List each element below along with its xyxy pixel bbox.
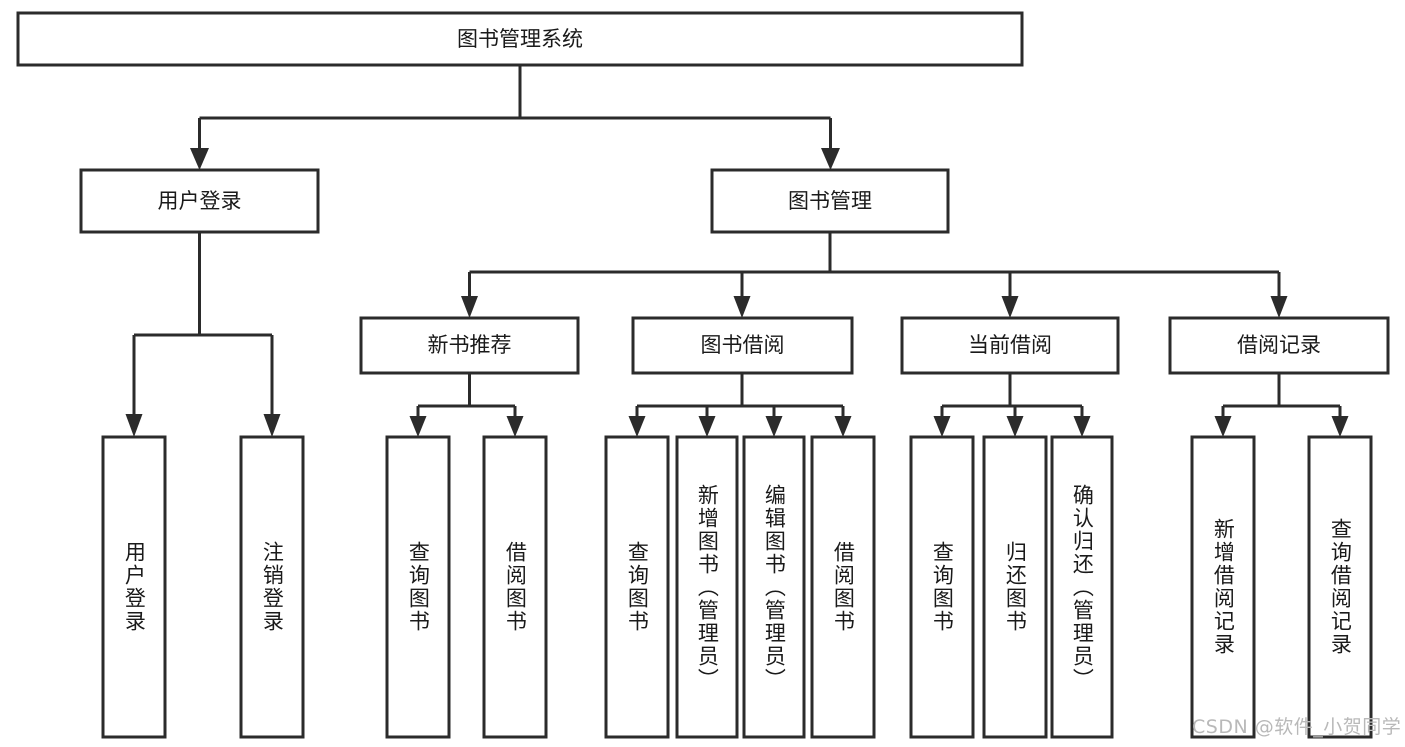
edge-group-new-book-recommend <box>409 373 524 437</box>
node-current-borrow-box[interactable] <box>900 316 1120 375</box>
node-borrow-record[interactable]: 借阅记录 <box>1168 316 1390 375</box>
arrowhead-current-borrow <box>1001 296 1019 318</box>
node-current-borrow[interactable]: 当前借阅 <box>900 316 1120 375</box>
node-leaf-borrow-book-1-box[interactable] <box>482 435 548 739</box>
arrowhead-leaf-edit-book <box>765 416 783 437</box>
arrowhead-leaf-confirm-return <box>1073 416 1091 437</box>
node-book-borrow-box[interactable] <box>631 316 854 375</box>
arrowhead-leaf-query-book-3 <box>933 416 951 437</box>
node-new-book-recommend-box[interactable] <box>359 316 580 375</box>
edge-group-user-login <box>125 232 281 437</box>
node-user-login-label: 用户登录 <box>158 189 242 213</box>
arrowhead-borrow-record <box>1270 296 1288 318</box>
node-root[interactable]: 图书管理系统 <box>16 11 1024 67</box>
node-leaf-query-record-box[interactable] <box>1307 435 1373 739</box>
node-book-manage-box[interactable] <box>710 168 950 234</box>
node-leaf-query-book-2-box[interactable] <box>604 435 670 739</box>
node-leaf-logout-box[interactable] <box>239 435 305 739</box>
arrowhead-leaf-add-book <box>698 416 716 437</box>
node-current-borrow-label: 当前借阅 <box>968 333 1052 357</box>
edge-group-root <box>190 65 840 170</box>
node-leaf-add-book-box[interactable] <box>675 435 739 739</box>
node-leaf-query-book-1-box[interactable] <box>385 435 451 739</box>
node-book-borrow[interactable]: 图书借阅 <box>631 316 854 375</box>
node-book-borrow-label: 图书借阅 <box>701 333 785 357</box>
arrowhead-new-book-recommend <box>461 296 478 318</box>
node-leaf-edit-book-box[interactable] <box>742 435 806 739</box>
node-borrow-record-label: 借阅记录 <box>1237 333 1321 357</box>
arrowhead-leaf-user-login <box>125 414 143 437</box>
csdn-watermark: CSDN @软件_小贺同学 <box>1192 716 1402 738</box>
node-leaf-add-record-box[interactable] <box>1190 435 1256 739</box>
edge-group-borrow-record <box>1214 373 1349 437</box>
arrowhead-leaf-query-book-2 <box>628 416 646 437</box>
arrowhead-leaf-query-book-1 <box>409 416 427 437</box>
edge-group-book-borrow <box>628 373 852 437</box>
arrowhead-book-borrow <box>733 296 751 318</box>
node-leaf-borrow-book-2-box[interactable] <box>810 435 876 739</box>
node-user-login-box[interactable] <box>79 168 320 234</box>
node-book-manage-label: 图书管理 <box>788 189 872 213</box>
arrowhead-leaf-query-record <box>1331 416 1349 437</box>
arrowhead-leaf-borrow-book-2 <box>834 416 852 437</box>
edge-group-current-borrow <box>933 373 1091 437</box>
arrowhead-leaf-logout <box>263 414 281 437</box>
arrowhead-user-login <box>190 148 209 170</box>
node-leaf-user-login-box[interactable] <box>101 435 167 739</box>
arrowhead-leaf-borrow-book-1 <box>506 416 524 437</box>
node-new-book-recommend[interactable]: 新书推荐 <box>359 316 580 375</box>
node-user-login[interactable]: 用户登录 <box>79 168 320 234</box>
node-root-box[interactable] <box>16 11 1024 67</box>
node-book-manage[interactable]: 图书管理 <box>710 168 950 234</box>
arrowhead-leaf-add-record <box>1214 416 1232 437</box>
node-new-book-recommend-label: 新书推荐 <box>428 333 512 357</box>
node-leaf-return-book-box[interactable] <box>982 435 1048 739</box>
node-borrow-record-box[interactable] <box>1168 316 1390 375</box>
node-leaf-query-book-3-box[interactable] <box>909 435 975 739</box>
node-root-label: 图书管理系统 <box>457 27 583 51</box>
edge-group-book-manage <box>461 232 1288 318</box>
arrowhead-leaf-return-book <box>1006 416 1024 437</box>
node-leaf-confirm-return-box[interactable] <box>1050 435 1114 739</box>
arrowhead-book-manage <box>821 148 840 170</box>
